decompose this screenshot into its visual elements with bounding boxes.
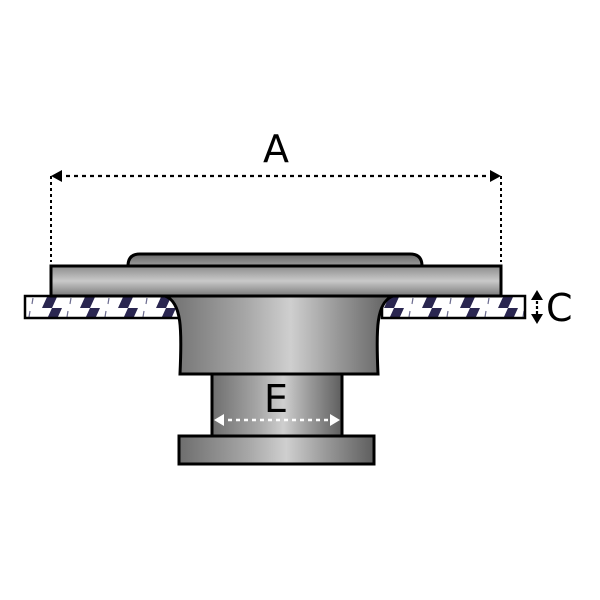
cap-flange [49, 264, 503, 298]
fabric-right [380, 294, 527, 320]
dimension-c: C [531, 286, 573, 330]
dimension-e-arrow-left [214, 414, 224, 426]
dimension-e: E [214, 377, 340, 426]
dimension-e-label: E [264, 377, 288, 421]
fabric-left [23, 294, 187, 320]
dimension-a-arrow-left [51, 170, 62, 182]
barrel [164, 294, 394, 376]
cap-dome [126, 252, 424, 268]
base [177, 434, 376, 466]
dimension-c-arrow-top [531, 290, 543, 300]
dimension-c-arrow-bottom [531, 314, 543, 324]
dimension-a-label: A [263, 127, 289, 171]
dimension-c-label: C [546, 286, 573, 330]
dimension-a-arrow-right [490, 170, 501, 182]
dimension-e-arrow-right [330, 414, 340, 426]
dimension-a: A [50, 127, 502, 262]
